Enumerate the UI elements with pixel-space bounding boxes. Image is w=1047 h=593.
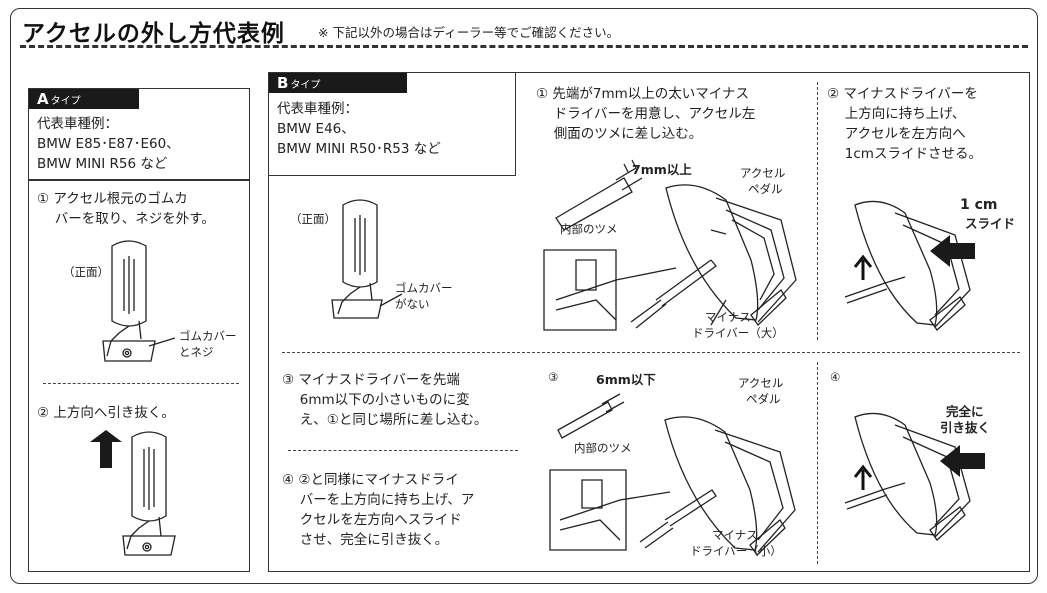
type-b-step4-line3: クセルを左方向へスライド bbox=[282, 512, 462, 528]
fig3-pedal-label-line1: アクセル bbox=[738, 376, 784, 390]
fig3-small-screwdriver-insert-illustration bbox=[549, 393, 796, 556]
type-b-step2-line1: ② マイナスドライバーを bbox=[827, 86, 978, 102]
type-b-step1-line2: ドライバーを用意し、アクセル左 bbox=[536, 106, 756, 122]
fig4-marker: ④ bbox=[830, 370, 841, 384]
pedal-front-no-cover-illustration bbox=[331, 199, 403, 319]
type-a-divider bbox=[43, 383, 239, 384]
type-b-callout-line1: ゴムカバー bbox=[395, 281, 453, 295]
type-b-column-divider-bottom bbox=[817, 362, 818, 564]
type-a-front-label: （正面） bbox=[63, 265, 109, 279]
fig3-claw-label: 内部のツメ bbox=[574, 441, 632, 455]
slide-left-arrow-icon bbox=[930, 235, 975, 267]
dealer-note: ※ 下記以外の場合はディーラー等でご確認ください。 bbox=[318, 25, 620, 40]
type-b-step4-line2: バーを上方向に持ち上げ、ア bbox=[282, 492, 475, 508]
type-b-step4-line1: ④ ②と同様にマイナスドライ bbox=[282, 472, 459, 488]
type-b-front-label: （正面） bbox=[290, 212, 336, 226]
fig1-size-label: 7mm以上 bbox=[632, 162, 692, 177]
fig3-driver-label-line1: マイナス bbox=[712, 528, 758, 542]
fig3-size-label: 6mm以下 bbox=[596, 372, 656, 387]
fig4-pull-line1: 完全に bbox=[946, 404, 984, 419]
fig2-slide-label: スライド bbox=[965, 216, 1016, 231]
type-b-model-1: BMW E46、 bbox=[277, 121, 355, 137]
type-a-models-label: 代表車種例： bbox=[37, 116, 118, 132]
type-b-column-divider-top bbox=[817, 82, 818, 340]
type-b-step3-line3: え、①と同じ場所に差し込む。 bbox=[282, 412, 488, 428]
fig1-pedal-label-line1: アクセル bbox=[740, 166, 786, 180]
fig1-driver-label-line1: マイナス bbox=[705, 310, 751, 324]
fig1-large-screwdriver-insert-illustration bbox=[543, 159, 797, 331]
fig2-slide-left-illustration bbox=[844, 200, 975, 331]
type-b-suffix: タイプ bbox=[290, 80, 321, 91]
type-b-row-divider bbox=[282, 352, 1020, 353]
type-a-callout-line2: とネジ bbox=[179, 345, 214, 359]
type-b-step3-line1: ③ マイナスドライバーを先端 bbox=[282, 372, 460, 388]
type-a-letter: A bbox=[37, 90, 49, 108]
type-b-callout-line2: がない bbox=[395, 297, 430, 311]
type-a-callout-line1: ゴムカバー bbox=[179, 329, 237, 343]
lift-up-arrow-icon bbox=[853, 254, 873, 280]
instruction-frame bbox=[10, 8, 1038, 584]
fig2-slide-amount: 1 cm bbox=[960, 197, 998, 213]
type-b-letter: B bbox=[277, 74, 289, 92]
pull-left-arrow-icon bbox=[940, 445, 985, 477]
fig1-claw-label: 内部のツメ bbox=[560, 222, 618, 236]
fig4-full-removal-illustration bbox=[844, 412, 985, 541]
type-b-step-divider bbox=[288, 450, 518, 451]
fig1-driver-label-line2: ドライバー（大） bbox=[692, 326, 784, 340]
pedal-front-with-cover-illustration bbox=[90, 240, 176, 556]
type-a-step1-line1: ① アクセル根元のゴムカ bbox=[37, 191, 188, 207]
type-b-model-2: BMW MINI R50･R53 など bbox=[277, 141, 441, 157]
type-b-step4-line4: させ、完全に引き抜く。 bbox=[282, 532, 449, 548]
type-a-step1-line2: バーを取り、ネジを外す。 bbox=[37, 211, 215, 227]
lift-up-arrow-icon-2 bbox=[853, 464, 873, 490]
type-a-suffix: タイプ bbox=[50, 96, 81, 107]
type-a-step2: ② 上方向へ引き抜く。 bbox=[37, 405, 175, 421]
type-b-step1-line1: ① 先端が7mm以上の太いマイナス bbox=[536, 86, 750, 102]
title-divider bbox=[20, 45, 1028, 48]
fig4-pull-line2: 引き抜く bbox=[940, 420, 991, 435]
type-a-model-1: BMW E85･E87･E60、 bbox=[37, 136, 180, 152]
type-b-models-label: 代表車種例： bbox=[277, 101, 358, 117]
type-b-step2-line2: 上方向に持ち上げ、 bbox=[827, 106, 966, 122]
type-b-step2-line3: アクセルを左方向へ bbox=[827, 126, 966, 142]
fig3-marker: ③ bbox=[548, 370, 559, 384]
page-title: アクセルの外し方代表例 bbox=[22, 21, 285, 47]
pull-up-arrow-icon bbox=[90, 430, 122, 468]
type-b-step1-line3: 側面のツメに差し込む。 bbox=[536, 126, 703, 142]
fig1-pedal-label-line2: ペダル bbox=[748, 182, 783, 196]
type-b-step2-line4: 1cmスライドさせる。 bbox=[827, 146, 982, 162]
type-b-step3-line2: 6mm以下の小さいものに変 bbox=[282, 392, 470, 408]
fig3-pedal-label-line2: ペダル bbox=[746, 392, 781, 406]
type-a-model-2: BMW MINI R56 など bbox=[37, 156, 168, 172]
fig3-driver-label-line2: ドライバー（小） bbox=[690, 544, 782, 558]
type-a-steps-box: ① アクセル根元のゴムカ バーを取り、ネジを外す。 （正面） ゴムカバー とネジ… bbox=[28, 180, 250, 572]
